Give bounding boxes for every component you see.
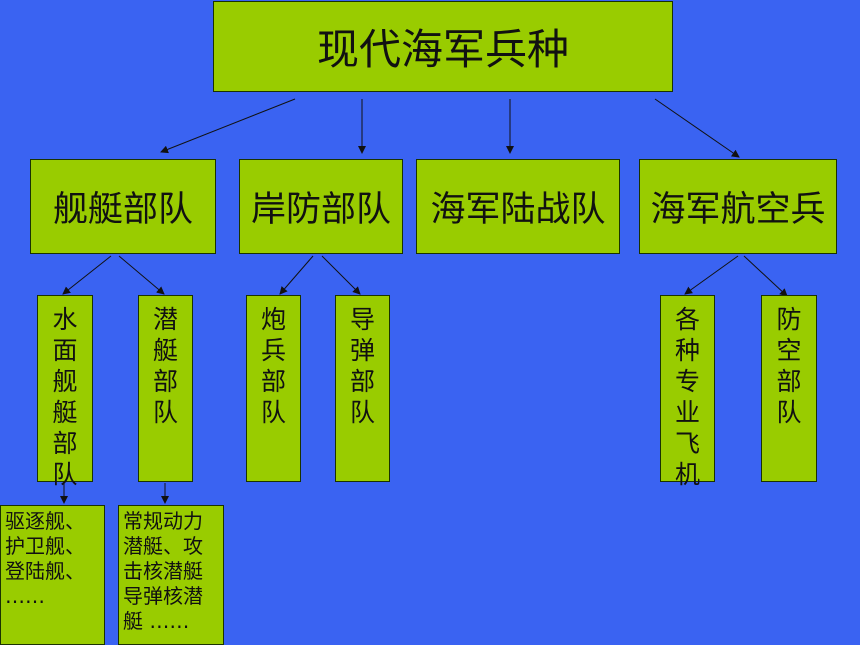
vertical-label-char: 空 <box>776 336 802 365</box>
arrow-fleet-to-surface <box>62 255 112 295</box>
sub-unit-missile-box: 导弹部队 <box>335 295 390 482</box>
vertical-label-char: 部 <box>776 367 802 396</box>
vertical-label-char: 部 <box>349 367 375 396</box>
vertical-label-char: 队 <box>260 398 286 427</box>
vertical-label-char: 业 <box>674 398 700 427</box>
vertical-label-char: 炮 <box>260 305 286 334</box>
detail-surface-box: 驱逐舰、 护卫舰、 登陆舰、 …… <box>0 505 105 645</box>
vertical-label-char: 队 <box>52 460 78 489</box>
vertical-label-char: 各 <box>674 305 700 334</box>
root-title: 现代海军兵种 <box>316 25 569 74</box>
sub-unit-aircraft-box: 各种专业飞机 <box>660 295 715 489</box>
arrow-coastal-to-missile <box>321 255 361 295</box>
vertical-label-char: 队 <box>152 398 178 427</box>
vertical-label-char: 飞 <box>674 429 700 458</box>
vertical-label-char: 部 <box>152 367 178 396</box>
sub-unit-submarine-box: 潜艇部队 <box>138 295 193 482</box>
vertical-label-char: 防 <box>776 305 802 334</box>
sub-unit-airdefense-box: 防空部队 <box>761 295 817 482</box>
sub-unit-surface-box: 水面舰艇部队 <box>37 295 93 489</box>
sub-unit-artillery-box: 炮兵部队 <box>246 295 301 482</box>
vertical-label-char: 艇 <box>152 336 178 365</box>
vertical-label-char: 舰 <box>52 367 78 396</box>
vertical-label-char: 导 <box>349 305 375 334</box>
detail-surface-text: 驱逐舰、 护卫舰、 登陆舰、 …… <box>5 509 85 608</box>
branch-aviation-label: 海军航空兵 <box>650 190 826 230</box>
vertical-label-char: 部 <box>260 367 286 396</box>
arrow-fleet-to-submarine <box>118 255 165 295</box>
vertical-label-char: 面 <box>52 336 78 365</box>
branch-fleet-label: 舰艇部队 <box>52 190 193 230</box>
vertical-label-char: 队 <box>776 398 802 427</box>
branch-aviation-box: 海军航空兵 <box>639 159 837 254</box>
vertical-label-char: 专 <box>674 367 700 396</box>
vertical-label-char: 兵 <box>260 336 286 365</box>
vertical-label-char: 部 <box>52 429 78 458</box>
branch-coastal-label: 岸防部队 <box>250 190 391 230</box>
branch-fleet-box: 舰艇部队 <box>30 159 216 254</box>
detail-submarine-box: 常规动力 潜艇、攻 击核潜艇 导弹核潜 艇 …… <box>118 505 224 645</box>
vertical-label-char: 种 <box>674 336 700 365</box>
vertical-label-char: 艇 <box>52 398 78 427</box>
root-title-box: 现代海军兵种 <box>213 1 673 92</box>
branch-marines-label: 海军陆战队 <box>430 190 606 230</box>
vertical-label-char: 水 <box>52 305 78 334</box>
arrow-aviation-to-airdefense <box>743 255 788 297</box>
vertical-label-char: 潜 <box>152 305 178 334</box>
arrow-aviation-to-aircraft <box>684 255 739 295</box>
arrow-root-to-fleet <box>160 98 296 154</box>
vertical-label-char: 机 <box>674 460 700 489</box>
arrow-root-to-aviation <box>654 98 740 158</box>
branch-coastal-box: 岸防部队 <box>239 159 403 254</box>
branch-marines-box: 海军陆战队 <box>416 159 620 254</box>
vertical-label-char: 队 <box>349 398 375 427</box>
arrow-coastal-to-artillery <box>279 255 314 295</box>
vertical-label-char: 弹 <box>349 336 375 365</box>
detail-submarine-text: 常规动力 潜艇、攻 击核潜艇 导弹核潜 艇 …… <box>123 509 203 633</box>
